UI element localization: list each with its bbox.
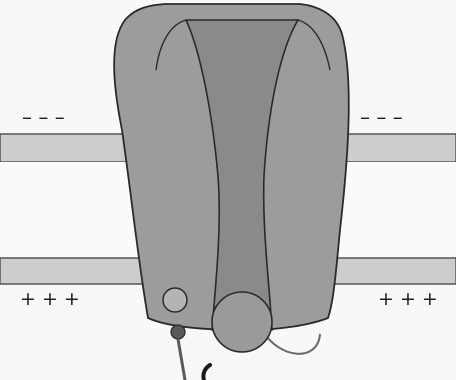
charge-label-bottom-left: + + +: [20, 288, 80, 310]
sensor-dark-bead: [171, 325, 185, 339]
charge-label-top-left: – – –: [22, 105, 65, 129]
inactivation-ball: [212, 292, 272, 352]
charge-label-bottom-right: + + +: [378, 288, 438, 310]
voltage-sensor-bead: [163, 288, 187, 312]
ion-channel-protein: [114, 4, 349, 330]
charge-label-top-right: – – –: [360, 105, 403, 129]
